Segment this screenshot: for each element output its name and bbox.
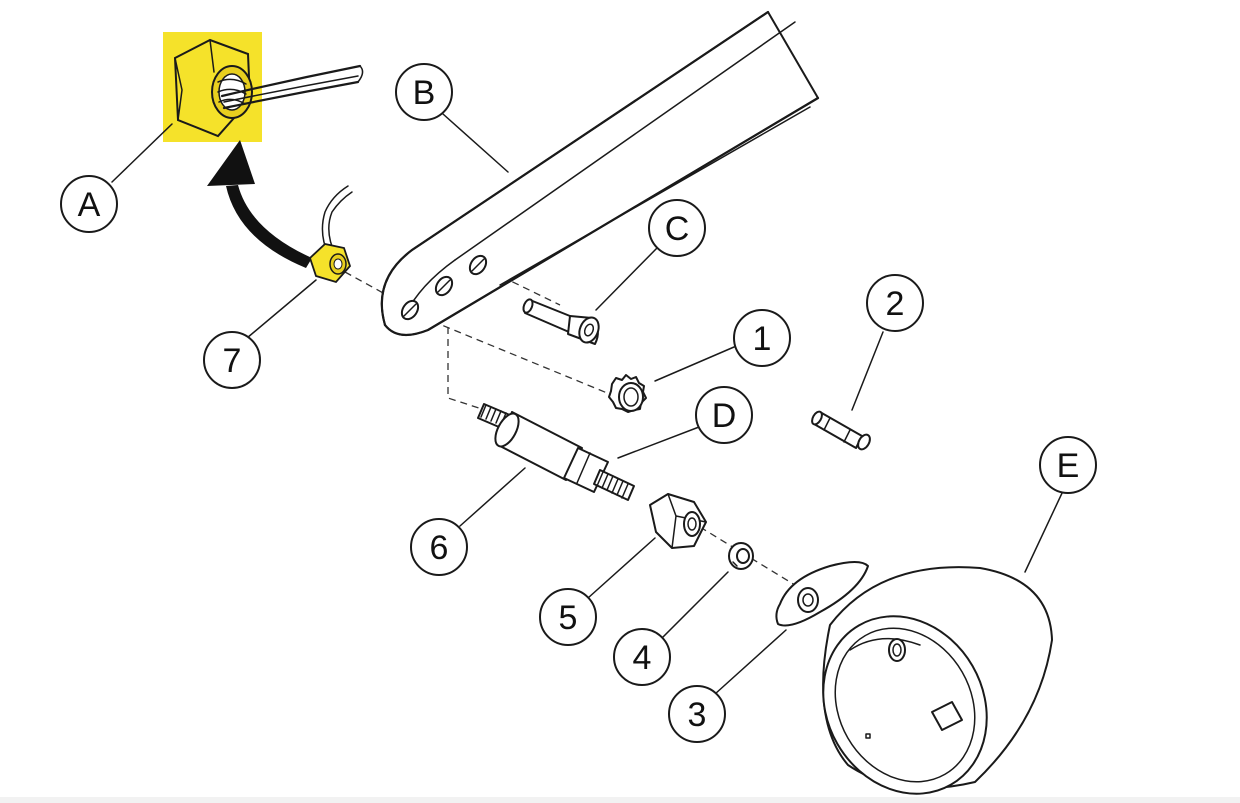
part-6-standoff <box>477 403 635 501</box>
mounting-bracket <box>380 10 820 337</box>
callout-5-label: 5 <box>559 599 578 637</box>
part-1-lockwasher <box>608 374 647 413</box>
detail-nut-enlarged <box>163 32 364 142</box>
callout-a-label: A <box>78 186 101 224</box>
part-3-gasket <box>775 561 869 627</box>
bottom-strip <box>0 797 1240 803</box>
callout-e-label: E <box>1057 447 1080 485</box>
callouts: A B C D E 1 2 3 <box>60 63 1097 743</box>
leader-lines <box>111 113 1064 695</box>
callout-e: E <box>1039 436 1097 494</box>
callout-7: 7 <box>203 331 261 389</box>
callout-1: 1 <box>733 309 791 367</box>
callout-2-label: 2 <box>886 285 905 323</box>
part-e-housing <box>822 566 1053 795</box>
callout-4: 4 <box>613 628 671 686</box>
callout-1-label: 1 <box>753 320 772 358</box>
callout-4-label: 4 <box>633 639 652 677</box>
part-7-nut <box>308 185 353 284</box>
part-4-washer <box>728 542 754 570</box>
part-5-cone-nut <box>649 493 707 549</box>
callout-6: 6 <box>410 518 468 576</box>
callout-a: A <box>60 175 118 233</box>
callout-5: 5 <box>539 588 597 646</box>
callout-2: 2 <box>866 274 924 332</box>
callout-d-label: D <box>712 397 737 435</box>
bracket-hole-3 <box>468 254 488 276</box>
callout-c: C <box>648 199 706 257</box>
callout-3: 3 <box>668 685 726 743</box>
callout-6-label: 6 <box>430 529 449 567</box>
callout-d: D <box>695 386 753 444</box>
part-c-bolt <box>522 298 600 345</box>
callout-b-label: B <box>413 74 436 112</box>
callout-3-label: 3 <box>688 696 707 734</box>
part-2-cartridge <box>811 410 871 451</box>
callout-7-label: 7 <box>223 342 242 380</box>
callout-c-label: C <box>665 210 690 248</box>
bracket-hole-1 <box>400 299 420 321</box>
bracket-hole-2 <box>434 275 454 297</box>
detail-arrow <box>207 140 312 268</box>
callout-b: B <box>395 63 453 121</box>
